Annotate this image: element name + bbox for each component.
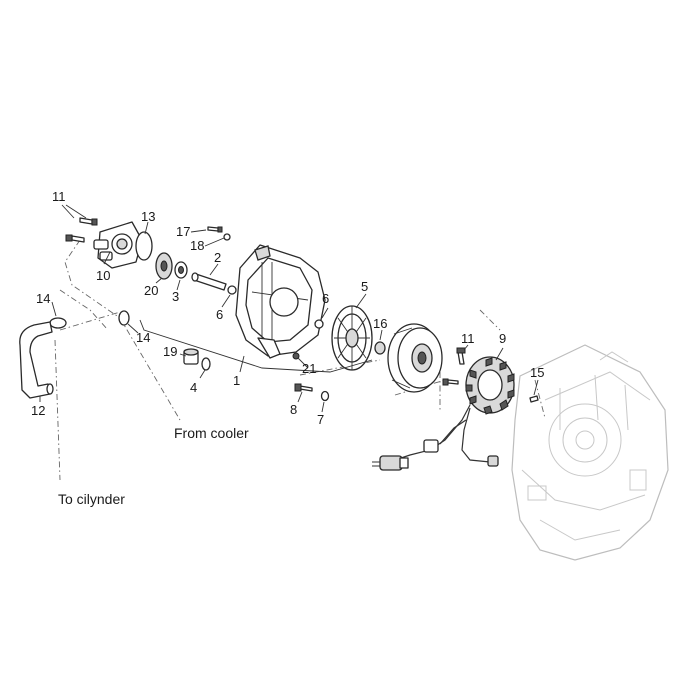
callout-9: 9 — [499, 331, 506, 346]
bolts-11-top — [65, 217, 98, 243]
callout-14-right: 14 — [136, 330, 150, 345]
bearing-3 — [174, 261, 188, 279]
water-pump-body-10 — [93, 221, 143, 269]
callout-11-mid: 11 — [461, 331, 475, 346]
hose-clamp-14-right — [118, 310, 130, 326]
impeller-20 — [155, 252, 173, 280]
nut-16 — [374, 341, 386, 355]
callout-15: 15 — [530, 365, 544, 380]
leader-lines — [39, 204, 539, 413]
o-ring-13 — [135, 231, 153, 261]
o-ring-4 — [201, 357, 211, 371]
callout-7: 7 — [317, 412, 324, 427]
callout-11-top: 11 — [52, 189, 66, 204]
callout-21: 21 — [302, 361, 316, 376]
plug-19 — [183, 348, 199, 365]
washer-6-left — [227, 285, 237, 295]
hose-clamp-14-left — [49, 317, 67, 329]
fan-5 — [331, 305, 373, 371]
callout-4: 4 — [190, 380, 197, 395]
bolt-8 — [294, 383, 313, 392]
hose-12 — [19, 321, 54, 399]
callout-14-left: 14 — [36, 291, 50, 306]
callout-6-right: 6 — [322, 291, 329, 306]
callouts: 11 13 17 18 2 10 20 3 6 5 14 16 11 9 15 … — [31, 189, 544, 427]
flywheel-rotor — [387, 323, 443, 393]
wiring-harness — [372, 404, 499, 471]
callout-20: 20 — [144, 283, 158, 298]
crankcase-ghost — [511, 344, 669, 561]
shaft-2 — [191, 272, 227, 291]
callout-17: 17 — [176, 224, 190, 239]
callout-3: 3 — [172, 289, 179, 304]
callout-19: 19 — [163, 344, 177, 359]
callout-18: 18 — [190, 238, 204, 253]
callout-1: 1 — [233, 373, 240, 388]
callout-5: 5 — [361, 279, 368, 294]
cover-1 — [235, 244, 326, 359]
pin-15 — [529, 395, 539, 403]
bolt-17 — [207, 226, 223, 233]
callout-2: 2 — [214, 250, 221, 265]
callout-8: 8 — [290, 402, 297, 417]
callout-12: 12 — [31, 403, 45, 418]
callout-6-left: 6 — [216, 307, 223, 322]
note-from-cooler: From cooler — [174, 425, 249, 441]
screw-21 — [292, 352, 300, 360]
washer-7 — [320, 390, 330, 402]
bolts-11-mid — [442, 347, 466, 386]
note-to-cylinder: To cilynder — [58, 491, 125, 507]
callout-16: 16 — [373, 316, 387, 331]
callout-10: 10 — [96, 268, 110, 283]
callout-13: 13 — [141, 209, 155, 224]
alignment-lines — [54, 239, 546, 481]
stator-9 — [465, 356, 515, 415]
washer-6-right — [314, 319, 324, 329]
washer-18 — [223, 233, 231, 241]
